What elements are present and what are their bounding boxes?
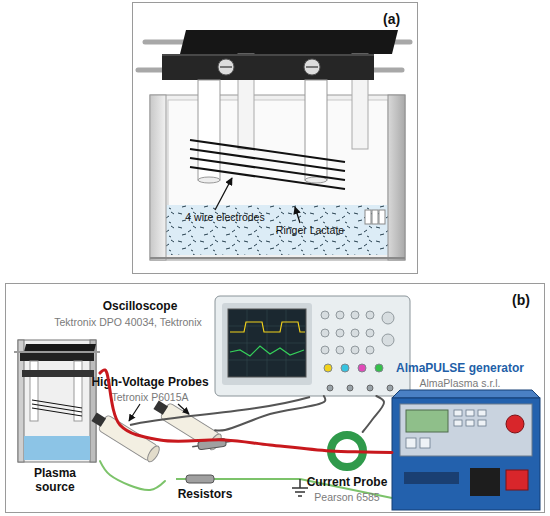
resistor-symbol — [176, 475, 238, 483]
reactor-drawing — [138, 30, 410, 260]
probe-cable — [363, 396, 384, 432]
plasma-source-drawing — [14, 340, 100, 462]
pulse-generator: AlmaPULSE generatorAlmaPlasma s.r.l. — [392, 398, 540, 510]
oscilloscope-drawing — [215, 296, 410, 396]
device-name: Current Probe — [287, 476, 407, 490]
current-probe: Current ProbePearson 6585 — [326, 432, 368, 472]
current-probe-ring — [331, 435, 363, 467]
part-label: 4 wire electrodes — [172, 211, 278, 223]
voltage-probes: High-Voltage ProbesTetronix P6015A — [95, 402, 215, 462]
panel-letter: (b) — [512, 292, 542, 308]
device-name: Resistors — [170, 488, 240, 502]
model-name: Pearson 6585 — [287, 491, 407, 503]
resistor-pair: Resistors — [165, 428, 245, 486]
high-voltage-cable — [100, 370, 392, 453]
model-name: Tetronix P6015A — [80, 391, 220, 403]
maker-name: AlmaPlasma s.r.l. — [380, 377, 540, 389]
resistor-symbol — [192, 437, 233, 450]
device-name: Oscilloscope — [75, 300, 205, 314]
probe-cable — [215, 396, 325, 430]
probe-drawing — [89, 409, 161, 463]
plasma-source: Plasma source — [12, 336, 100, 464]
panel-frame: (b)OscilloscopeTektronix DPO 40034, Tekt… — [5, 283, 545, 513]
generator-drawing — [392, 390, 540, 510]
model-name: Tektronix DPO 40034, Tektronix — [43, 316, 213, 328]
panel-letter: (a) — [383, 11, 415, 27]
leader-arrow — [178, 404, 189, 414]
leader-arrow — [129, 404, 140, 421]
device-name: Plasma source — [22, 467, 88, 495]
device-name: High-Voltage Probes — [80, 376, 220, 390]
device-name: AlmaPULSE generator — [380, 362, 540, 376]
panel-frame: (a) — [132, 2, 418, 274]
ground-symbol — [292, 479, 308, 496]
ground-wire — [100, 461, 165, 490]
oscilloscope: OscilloscopeTektronix DPO 40034, Tektron… — [215, 296, 410, 396]
part-label: Ringer Lactate — [262, 224, 358, 236]
